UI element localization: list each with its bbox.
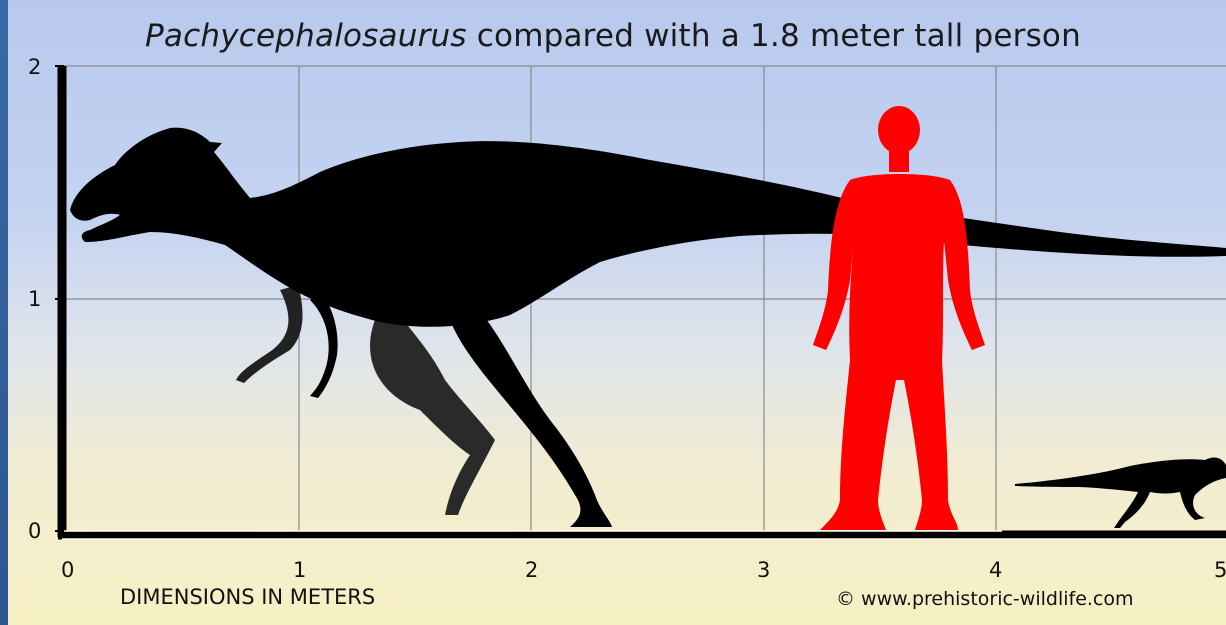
x-tick-label: 0 [61, 558, 74, 582]
y-tick-label: 2 [28, 55, 41, 79]
x-tick-label: 4 [989, 558, 1002, 582]
x-axis-label: DIMENSIONS IN METERS [120, 585, 375, 609]
x-tick-label: 2 [525, 558, 538, 582]
x-tick-label: 5 [1214, 558, 1226, 582]
x-tick-label: 3 [757, 558, 770, 582]
credit-text: © www.prehistoric-wildlife.com [836, 588, 1134, 610]
x-tick-label: 1 [293, 558, 306, 582]
pachycephalosaurus-silhouette [70, 128, 1226, 527]
person-silhouette [813, 106, 985, 530]
small-dinosaur-silhouette [1015, 458, 1226, 528]
grid [62, 66, 1226, 532]
y-tick-label: 0 [28, 519, 41, 543]
axes [55, 66, 1226, 539]
y-tick-label: 1 [28, 287, 41, 311]
